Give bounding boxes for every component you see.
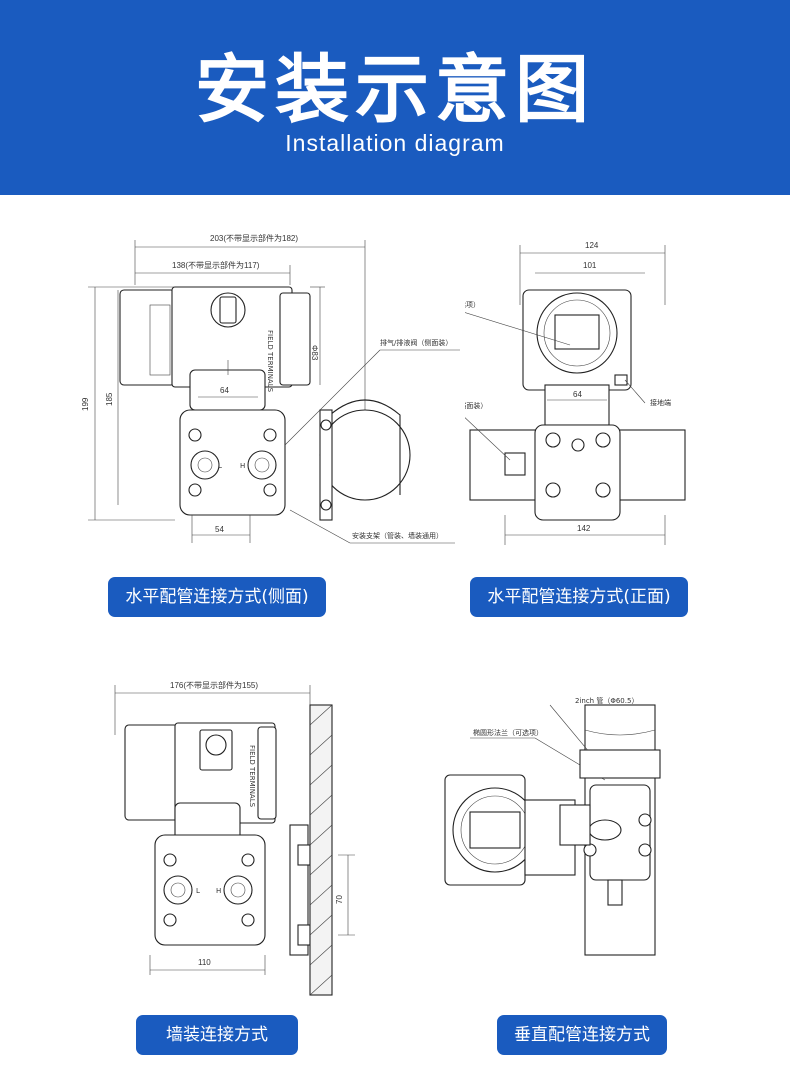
dim-flange-front: 64 [573, 390, 582, 399]
dim-front-bottom: 142 [577, 524, 591, 533]
vertical-pipe-button[interactable]: 垂直配管连接方式 [497, 1015, 667, 1055]
label-flange: 椭圆形法兰（可选项） [473, 728, 543, 737]
dim-body-width: 138(不带显示部件为117) [172, 260, 260, 270]
label-vent-end: 排气/排液阀（端面装） [465, 401, 487, 410]
dim-front-inner: 101 [583, 261, 597, 270]
wall-nameplate: FIELD TERMINALS [248, 745, 256, 808]
dim-height-total: 199 [81, 397, 90, 411]
label-ground: 接地端 [650, 398, 671, 407]
wall-letter-l: L [196, 887, 200, 895]
label-vent-side: 排气/排液阀（侧面装） [380, 338, 452, 347]
dim-wall-width: 176(不带显示部件为155) [170, 680, 258, 690]
side-nameplate: FIELD TERMINALS [266, 330, 274, 393]
label-lcd: 液晶显示器（可选项） [465, 300, 480, 309]
wall-mount-button[interactable]: 墙装连接方式 [136, 1015, 298, 1055]
front-view-button[interactable]: 水平配管连接方式(正面) [470, 577, 688, 617]
header-banner: 安装示意图 Installation diagram [0, 0, 790, 195]
label-bracket: 安装支架（管装、墙装通用） [352, 531, 443, 540]
dim-flange-side: 64 [220, 386, 229, 395]
label-pipe: 2inch 管（Φ60.5） [575, 696, 638, 705]
dim-wall-bolt: 70 [335, 895, 344, 904]
dim-base-side: 54 [215, 525, 224, 534]
dim-wall-base: 110 [198, 958, 211, 967]
wall-mount-diagram: 176(不带显示部件为155) FIELD TERMINALS L H 70 1… [110, 675, 360, 1005]
side-letter-h: H [240, 462, 245, 470]
page-title: 安装示意图 [195, 47, 595, 133]
wall-letter-h: H [216, 887, 221, 895]
side-view-diagram: 203(不带显示部件为182) 138(不带显示部件为117) 199 185 … [80, 225, 460, 570]
dim-diameter: Φ83 [310, 345, 319, 361]
dim-total-width: 203(不带显示部件为182) [210, 233, 298, 243]
side-letter-l: L [218, 462, 222, 470]
dim-height-body: 185 [105, 392, 114, 406]
side-view-button[interactable]: 水平配管连接方式(侧面) [108, 577, 326, 617]
dim-front-total: 124 [585, 241, 599, 250]
front-view-diagram: 124 101 64 142 液晶显示器（可选项） 排气/排液阀（端面装） 接地… [465, 235, 690, 555]
vertical-pipe-diagram: 2inch 管（Φ60.5） 椭圆形法兰（可选项） [440, 690, 680, 960]
page-subtitle: Installation diagram [285, 130, 505, 156]
